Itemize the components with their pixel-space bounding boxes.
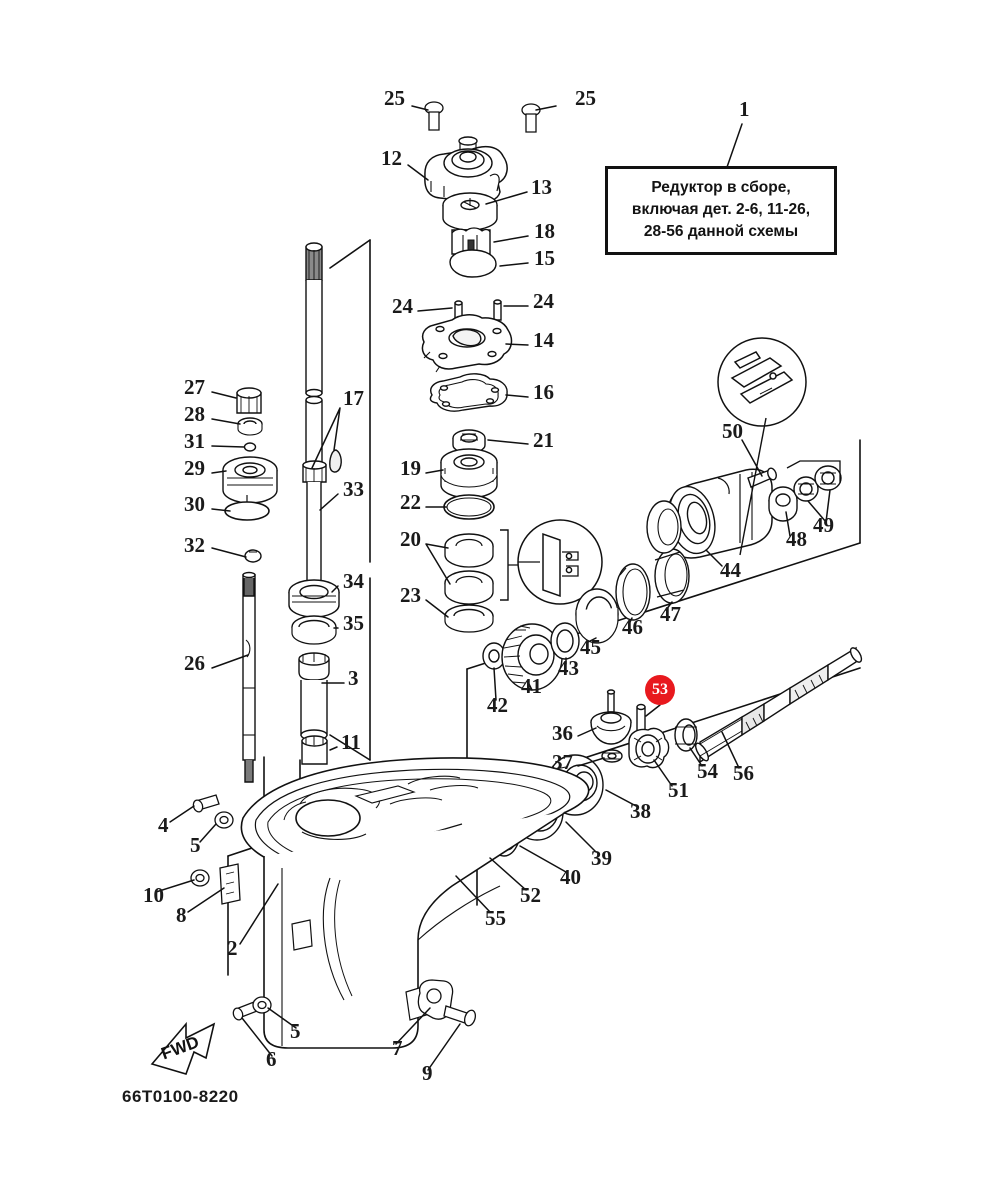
callout-number[interactable]: 4 — [158, 813, 169, 837]
callout-number[interactable]: 33 — [343, 477, 364, 501]
callout-number[interactable]: 56 — [733, 761, 754, 785]
callout-number[interactable]: 17 — [343, 386, 364, 410]
callout-number[interactable]: 21 — [533, 428, 554, 452]
callout-number[interactable]: 25 — [575, 86, 596, 110]
callout-number[interactable]: 47 — [660, 602, 681, 626]
propeller-shaft-housing — [667, 460, 842, 559]
callout-number[interactable]: 49 — [813, 513, 834, 537]
callout-number[interactable]: 2 — [227, 936, 238, 960]
callout-number[interactable]: 18 — [534, 219, 555, 243]
callout-number[interactable]: 34 — [343, 569, 364, 593]
callout-number[interactable]: 5 — [290, 1019, 301, 1043]
callout-number[interactable]: 24 — [392, 294, 413, 318]
shift-rod-group — [222, 387, 278, 783]
forward-gear-group — [482, 500, 690, 691]
callout-number[interactable]: 46 — [622, 615, 643, 639]
callout-number[interactable]: 31 — [184, 429, 205, 453]
callout-number[interactable]: 28 — [184, 402, 205, 426]
callout-badge-highlighted[interactable]: 53 — [645, 675, 675, 705]
callout-number[interactable]: 1 — [739, 97, 750, 121]
callout-number[interactable]: 23 — [400, 583, 421, 607]
seal-bearing-stack — [440, 429, 525, 633]
callout-number[interactable]: 32 — [184, 533, 205, 557]
callout-number[interactable]: 51 — [668, 778, 689, 802]
driveshaft-column — [288, 242, 342, 765]
callout-number[interactable]: 16 — [533, 380, 554, 404]
callout-number[interactable]: 29 — [184, 456, 205, 480]
assembly-note-box: Редуктор в сборе, включая дет. 2-6, 11-2… — [605, 166, 837, 255]
callout-number[interactable]: 55 — [485, 906, 506, 930]
callout-number[interactable]: 7 — [392, 1036, 403, 1060]
callout-number[interactable]: 52 — [520, 883, 541, 907]
callout-number[interactable]: 6 — [266, 1047, 277, 1071]
callout-number[interactable]: 15 — [534, 246, 555, 270]
drawing-number: 66T0100-8220 — [122, 1087, 239, 1106]
water-pump-assembly — [424, 101, 541, 278]
callout-number[interactable]: 43 — [558, 656, 579, 680]
callout-number[interactable]: 24 — [533, 289, 554, 313]
callout-number[interactable]: 40 — [560, 865, 581, 889]
fwd-arrow: FWD — [150, 1021, 216, 1075]
housing-hardware — [190, 794, 477, 1027]
note-line-2: включая дет. 2-6, 11-26, — [631, 201, 811, 218]
callout-number[interactable]: 41 — [521, 674, 542, 698]
pump-base-group — [421, 299, 513, 412]
callout-number[interactable]: 39 — [591, 846, 612, 870]
callout-number[interactable]: 37 — [552, 750, 573, 774]
callout-number[interactable]: 50 — [722, 419, 743, 443]
callout-number[interactable]: 27 — [184, 375, 205, 399]
callout-number[interactable]: 48 — [786, 527, 807, 551]
callout-number[interactable]: 44 — [720, 558, 741, 582]
callout-number[interactable]: 8 — [176, 903, 187, 927]
callout-number[interactable]: 20 — [400, 527, 421, 551]
callout-number[interactable]: 19 — [400, 456, 421, 480]
callout-number[interactable]: 9 — [422, 1061, 433, 1085]
leader-lines — [155, 105, 831, 1071]
callout-number[interactable]: 45 — [580, 635, 601, 659]
callout-number[interactable]: 25 — [384, 86, 405, 110]
callout-number[interactable]: 42 — [487, 693, 508, 717]
callout-number[interactable]: 38 — [630, 799, 651, 823]
bolt-detail-circle — [717, 337, 807, 556]
callout-number[interactable]: 3 — [348, 666, 359, 690]
callout-number[interactable]: 30 — [184, 492, 205, 516]
callout-number[interactable]: 35 — [343, 611, 364, 635]
callout-number[interactable]: 10 — [143, 883, 164, 907]
note-line-1: Редуктор в сборе, — [651, 179, 791, 196]
propeller-shaft — [695, 646, 863, 764]
callout-number[interactable]: 54 — [697, 759, 718, 783]
callout-number[interactable]: 36 — [552, 721, 573, 745]
bearing-detail-circle — [517, 519, 603, 605]
callout-number[interactable]: 26 — [184, 651, 205, 675]
callout-number[interactable]: 22 — [400, 490, 421, 514]
note-line-3: 28-56 данной схемы — [643, 223, 799, 240]
callout-number[interactable]: 14 — [533, 328, 554, 352]
callout-number[interactable]: 13 — [531, 175, 552, 199]
callout-number[interactable]: 12 — [381, 146, 402, 170]
callout-number[interactable]: 5 — [190, 833, 201, 857]
callout-number[interactable]: 11 — [341, 730, 361, 754]
